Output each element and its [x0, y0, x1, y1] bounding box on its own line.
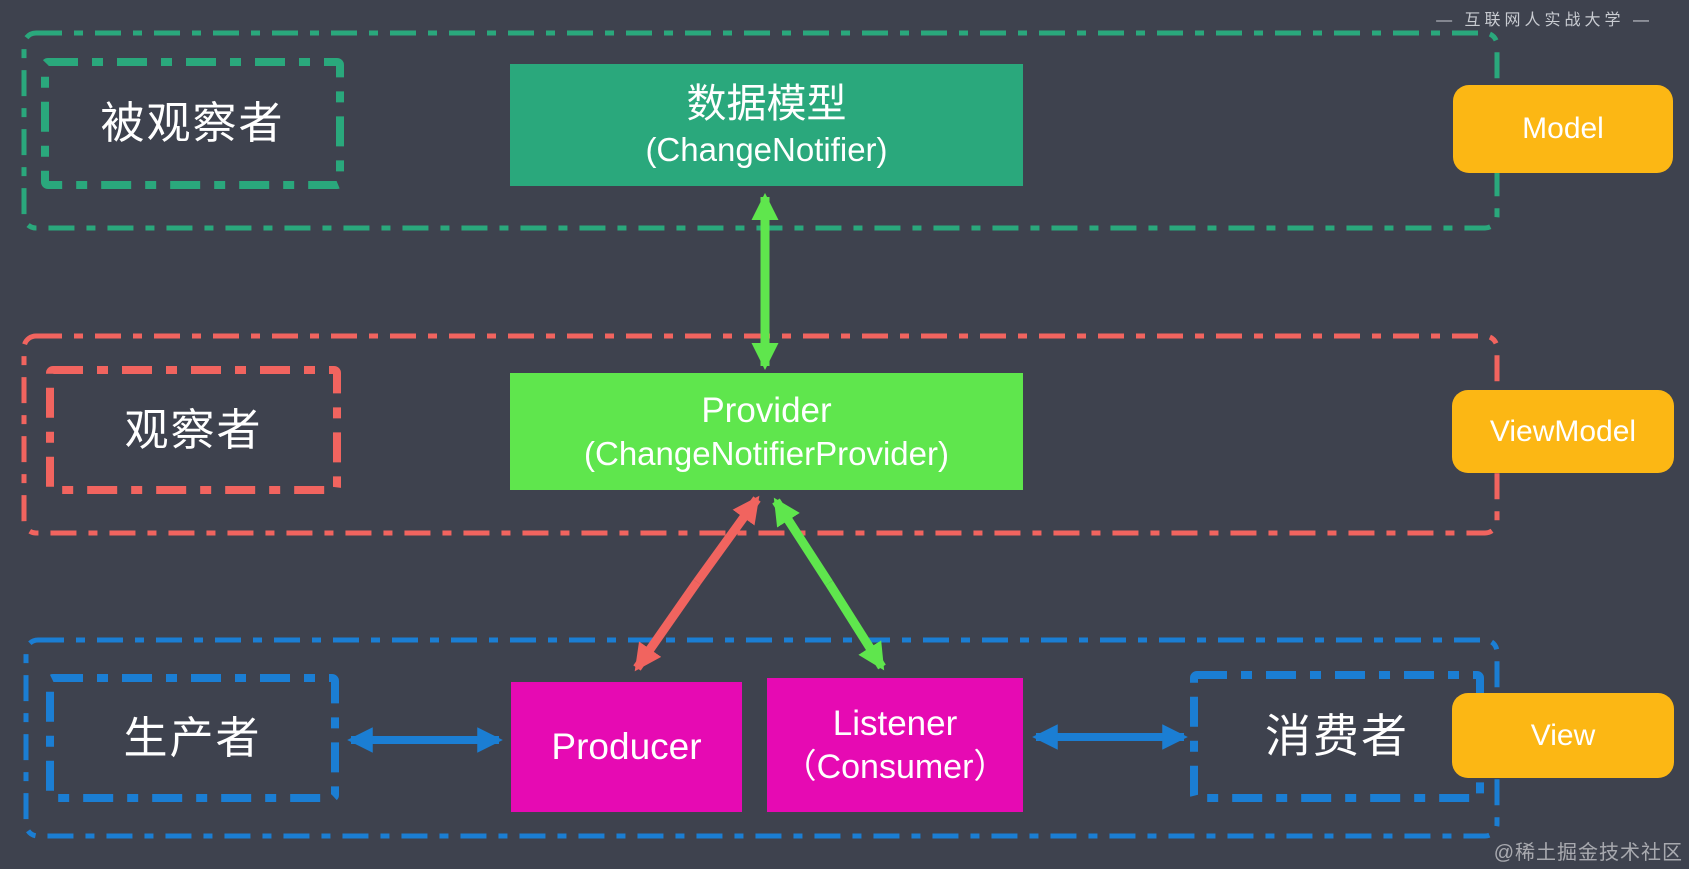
zone-label-producer-text: 生产者 — [123, 713, 262, 763]
site-watermark: — 互联网人实战大学 — — [1436, 12, 1653, 29]
observable-label-border — [41, 58, 344, 189]
node-listener: Listener （Consumer） — [767, 678, 1023, 812]
community-watermark: @稀土掘金技术社区 — [1493, 842, 1683, 864]
zone-label-observable: 被观察者 — [45, 62, 340, 185]
arrow-provider-listener — [772, 497, 886, 671]
node-provider-title: Provider — [701, 391, 832, 430]
arrow-provider-producer — [633, 495, 761, 672]
zone-label-producer: 生产者 — [50, 678, 335, 798]
tag-model-text: Model — [1522, 112, 1604, 146]
zone-label-consumer-text: 消费者 — [1265, 709, 1409, 762]
zone-label-observer-text: 观察者 — [124, 405, 263, 455]
node-data-model-title: 数据模型 — [686, 82, 847, 127]
consumer-label-border — [1190, 671, 1484, 802]
zone-label-consumer: 消费者 — [1194, 675, 1480, 798]
observer-label-border — [46, 366, 341, 494]
tag-view: View — [1452, 693, 1674, 778]
node-provider-subtitle: (ChangeNotifierProvider) — [584, 434, 949, 472]
node-producer-text: Producer — [551, 725, 702, 767]
tag-viewmodel-text: ViewModel — [1489, 414, 1637, 448]
node-provider: Provider (ChangeNotifierProvider) — [510, 373, 1023, 490]
node-data-model-subtitle: (ChangeNotifier) — [645, 131, 888, 169]
tag-viewmodel: ViewModel — [1452, 390, 1674, 473]
zone-label-observable-text: 被观察者 — [100, 99, 285, 148]
node-listener-title: Listener — [832, 703, 958, 743]
node-producer: Producer — [511, 682, 742, 812]
tag-view-text: View — [1530, 718, 1596, 752]
node-listener-subtitle: （Consumer） — [782, 747, 1008, 786]
tag-model: Model — [1453, 85, 1673, 173]
producer-label-border — [46, 674, 339, 802]
zone-label-observer: 观察者 — [50, 370, 337, 490]
node-data-model: 数据模型 (ChangeNotifier) — [510, 64, 1023, 186]
